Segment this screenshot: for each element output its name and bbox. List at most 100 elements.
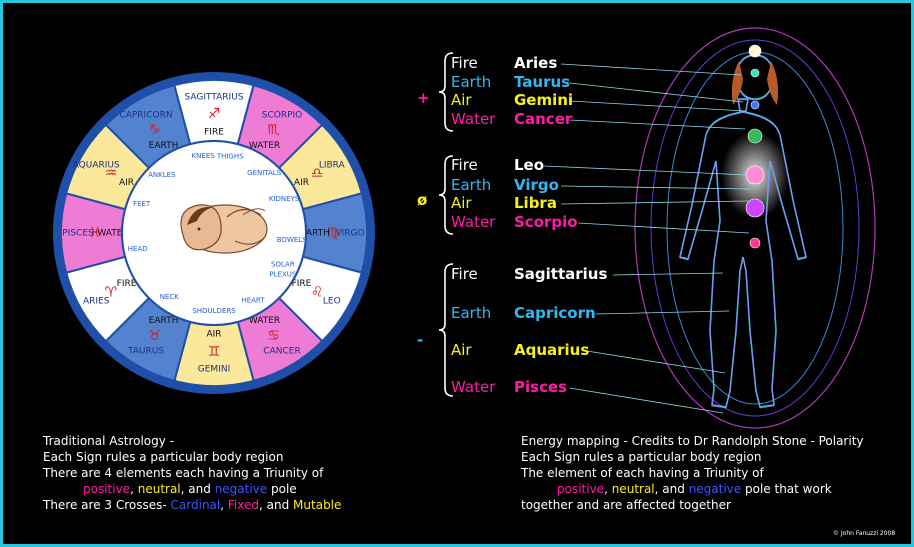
pointer-lines	[543, 63, 752, 414]
element-label-pisces: WATER	[97, 229, 128, 239]
body-part-kidneys: KIDNEYS	[269, 195, 300, 203]
negative-word: negative	[214, 482, 268, 496]
element-name-cancer: Water	[451, 110, 496, 128]
pointer-line-gemini	[569, 100, 746, 112]
heart-chakra-icon	[747, 128, 763, 144]
element-label-cancer: WATER	[249, 316, 280, 326]
diagram-canvas: CAPRICORN♑EARTHSAGITTARIUS♐FIRESCORPIO♏W…	[53, 27, 876, 429]
right-note: Energy mapping - Credits to Dr Randolph …	[521, 433, 864, 513]
body-part-genitals: GENITALS	[247, 169, 282, 177]
positive-word: positive	[557, 482, 605, 496]
element-label-capricorn: EARTH	[149, 141, 179, 151]
libra-glyph-icon: ♎	[311, 166, 324, 182]
fixed-word: Fixed	[227, 498, 259, 512]
right-note-line2: Each Sign rules a particular body region	[521, 450, 762, 464]
element-name-leo: Fire	[451, 156, 478, 174]
virgo-glyph-icon: ♍	[327, 225, 340, 241]
right-note-line4: positive, neutral, and negative pole tha…	[557, 482, 832, 496]
element-label-scorpio: WATER	[249, 141, 280, 151]
left-note-line3: There are 4 elements each having a Triun…	[43, 466, 324, 480]
neutral-word: neutral	[611, 482, 655, 496]
element-name-libra: Air	[451, 194, 472, 212]
pointer-line-pisces	[569, 387, 724, 414]
polarity-symbol-2: ø	[417, 191, 428, 209]
aura-outer	[634, 27, 876, 429]
aura-middle	[650, 39, 860, 417]
aquarius-glyph-icon: ♒	[105, 166, 118, 182]
crown-chakra-icon	[748, 44, 762, 58]
sign-label-cancer: CANCER	[263, 346, 300, 356]
pointer-line-cancer	[569, 119, 746, 130]
sign-label-gemini: GEMINI	[198, 365, 230, 375]
sign-name-pisces: Pisces	[514, 378, 568, 396]
element-label-virgo: EARTH	[300, 229, 330, 239]
pointer-line-scorpio	[578, 222, 750, 234]
element-name-virgo: Earth	[451, 176, 492, 194]
pointer-line-taurus	[569, 82, 744, 103]
right-note-line5: together and are affected together	[521, 498, 731, 512]
left-note-line2: Each Sign rules a particular body region	[43, 450, 284, 464]
pointer-line-sagittarius	[612, 272, 724, 276]
sign-name-scorpio: Scorpio	[514, 213, 578, 231]
positive-word: positive	[83, 482, 131, 496]
element-name-taurus: Earth	[451, 73, 492, 91]
body-outline-inner	[679, 55, 807, 409]
element-label-gemini: AIR	[206, 330, 221, 340]
sign-label-aries: ARIES	[83, 297, 110, 307]
left-note-line5: There are 3 Crosses- Cardinal, Fixed, an…	[43, 498, 342, 512]
sacral-chakra-icon	[745, 198, 765, 218]
crosses-text: There are 3 Crosses-	[43, 498, 167, 512]
sign-name-libra: Libra	[514, 194, 557, 212]
sign-name-capricorn: Capricorn	[514, 304, 596, 322]
sign-name-aries: Aries	[514, 54, 558, 72]
aries-glyph-icon: ♈	[105, 285, 118, 301]
sagittarius-glyph-icon: ♐	[208, 106, 221, 122]
cancer-glyph-icon: ♋	[267, 328, 280, 344]
group-brace-2	[438, 155, 454, 235]
solar-plexus-chakra-icon	[745, 165, 765, 185]
hair	[731, 61, 779, 105]
group-braces	[438, 52, 454, 397]
element-name-scorpio: Water	[451, 213, 496, 231]
pointer-line-leo	[543, 165, 749, 176]
sign-label-scorpio: SCORPIO	[262, 111, 303, 121]
polarity-symbol-1: +	[417, 89, 430, 107]
element-label-aquarius: AIR	[119, 178, 134, 188]
fetus-illustration-icon	[180, 204, 268, 254]
element-name-capricorn: Earth	[451, 304, 492, 322]
right-note-line1: Energy mapping - Credits to Dr Randolph …	[521, 434, 864, 448]
sign-name-cancer: Cancer	[514, 110, 573, 128]
element-label-sagittarius: FIRE	[204, 128, 224, 138]
mutable-word: Mutable	[293, 498, 342, 512]
element-label-aries: FIRE	[117, 279, 137, 289]
element-name-aquarius: Air	[451, 341, 472, 359]
body-part-shoulders: SHOULDERS	[192, 307, 236, 315]
sign-name-gemini: Gemini	[514, 91, 574, 109]
sign-name-taurus: Taurus	[514, 73, 571, 91]
taurus-glyph-icon: ♉	[148, 328, 161, 344]
sign-label-sagittarius: SAGITTARIUS	[184, 93, 243, 103]
element-name-gemini: Air	[451, 91, 472, 109]
element-label-libra: AIR	[294, 178, 309, 188]
body-part-thighs: THIGHS	[216, 153, 244, 161]
throat-chakra-icon	[750, 100, 760, 110]
polarity-symbol-3: -	[417, 331, 424, 349]
leo-glyph-icon: ♌	[311, 285, 324, 301]
cardinal-word: Cardinal	[170, 498, 221, 512]
body-part-knees: KNEES	[192, 152, 216, 160]
pointer-line-libra	[560, 200, 750, 205]
root-chakra-icon	[749, 237, 761, 249]
left-note-line1: Traditional Astrology -	[43, 434, 175, 448]
sign-name-aquarius: Aquarius	[514, 341, 590, 359]
pole-word: pole that work	[745, 482, 832, 496]
sign-label-leo: LEO	[323, 297, 341, 307]
scorpio-glyph-icon: ♏	[267, 122, 280, 138]
neutral-word: neutral	[137, 482, 181, 496]
element-name-sagittarius: Fire	[451, 265, 478, 283]
sign-label-pisces: PISCES	[62, 229, 94, 239]
pole-word: pole	[271, 482, 297, 496]
sign-label-taurus: TAURUS	[127, 346, 164, 356]
left-note-line4: positive, neutral, and negative pole	[83, 482, 297, 496]
